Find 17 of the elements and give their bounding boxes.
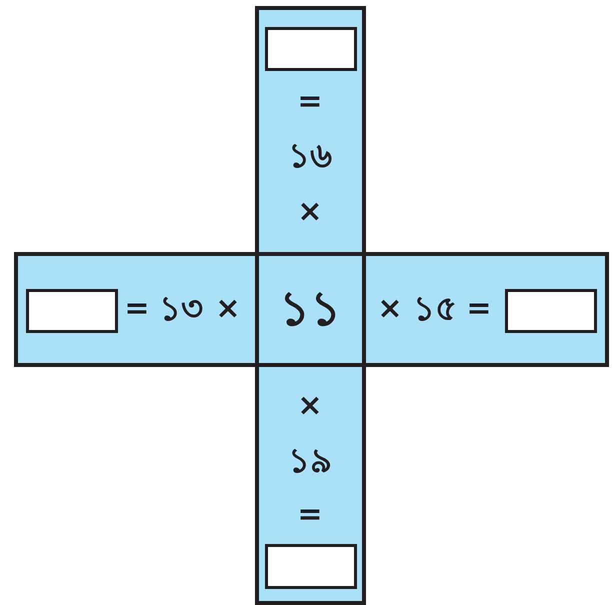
number: ১১: [279, 285, 341, 333]
answer-box: [265, 544, 357, 589]
operator-sign: ×: [297, 197, 323, 227]
operator-sign: ×: [377, 294, 403, 324]
number: ১৫: [413, 292, 457, 326]
answer-box: [265, 27, 357, 71]
operator-sign: =: [124, 294, 150, 324]
answer-box: [505, 289, 597, 333]
operator-sign: =: [466, 294, 492, 324]
number: ১৩: [159, 292, 203, 326]
operator-sign: ×: [215, 294, 241, 324]
answer-box: [26, 289, 118, 333]
number: ১৯: [288, 444, 332, 478]
operator-sign: =: [297, 87, 323, 117]
operator-sign: =: [297, 500, 323, 530]
number: ১৬: [288, 139, 332, 173]
operator-sign: ×: [297, 391, 323, 421]
